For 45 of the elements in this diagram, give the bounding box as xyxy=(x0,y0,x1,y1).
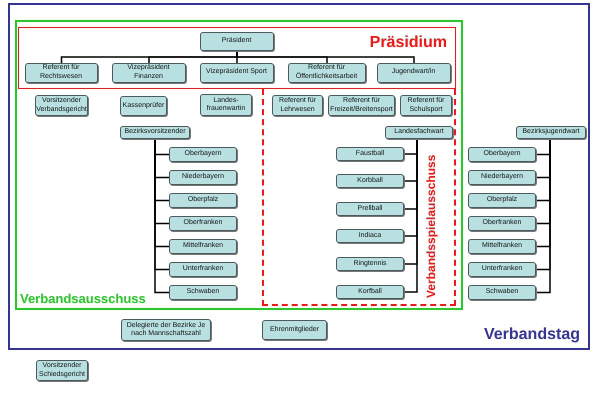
org-box xyxy=(24,62,98,82)
org-box xyxy=(200,62,274,82)
connector-line xyxy=(236,51,415,63)
org-box xyxy=(336,147,404,161)
connector-line xyxy=(402,139,418,293)
org-box xyxy=(468,193,536,208)
org-box xyxy=(288,62,366,82)
org-box xyxy=(169,216,237,231)
org-box xyxy=(272,95,323,116)
org-box xyxy=(468,170,536,185)
org-box xyxy=(400,95,452,116)
org-box xyxy=(200,32,274,50)
org-box xyxy=(169,262,237,277)
org-box xyxy=(468,239,536,254)
group-frame xyxy=(262,89,456,306)
group-frame xyxy=(15,20,463,310)
org-box xyxy=(516,126,586,139)
org-box xyxy=(468,285,536,300)
group-heading: Verbandsausschuss xyxy=(20,291,146,306)
org-box xyxy=(120,126,190,139)
org-box xyxy=(169,170,237,185)
org-box xyxy=(468,147,536,162)
group-heading: Präsidium xyxy=(370,34,447,52)
org-box xyxy=(336,174,404,188)
org-box xyxy=(169,239,237,254)
group-frame xyxy=(18,27,456,89)
org-box xyxy=(169,193,237,208)
group-heading: Verbandsspielausschuss xyxy=(424,154,438,298)
group-frame xyxy=(8,3,590,350)
org-box xyxy=(112,62,186,82)
org-box xyxy=(169,285,237,300)
org-box xyxy=(121,319,211,341)
org-box xyxy=(336,202,404,216)
org-box xyxy=(376,62,450,82)
org-box xyxy=(468,216,536,231)
org-box xyxy=(120,96,167,116)
org-box xyxy=(468,262,536,277)
org-box xyxy=(200,94,252,116)
org-box xyxy=(385,126,453,139)
group-heading: Verbandstag xyxy=(484,326,580,344)
org-box xyxy=(336,257,404,271)
org-box xyxy=(169,147,237,162)
org-box xyxy=(262,320,327,340)
org-box xyxy=(336,285,404,299)
org-box xyxy=(336,229,404,243)
